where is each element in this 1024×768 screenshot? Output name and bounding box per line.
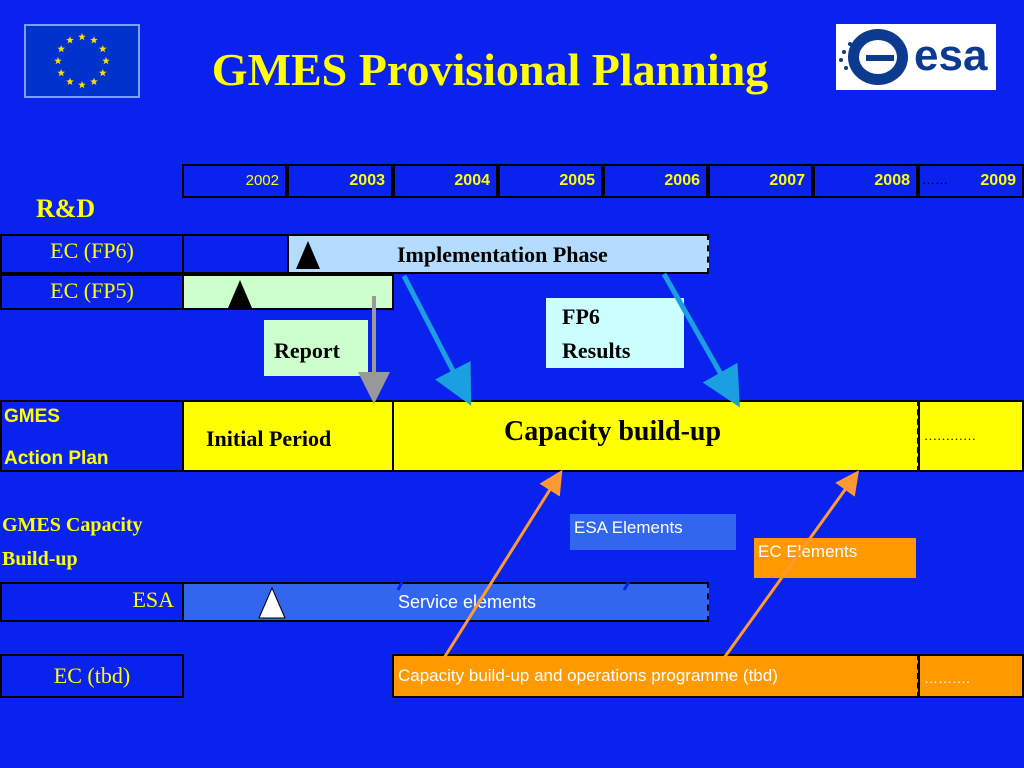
year-2009: 2009 [918,164,1024,198]
fp6-milestone-icon [296,241,320,269]
gmes-label-line1: GMES [4,406,60,427]
ec-fp6-label: EC (FP6) [0,234,184,274]
eu-stars-icon [54,33,110,89]
gmes-label-line2: Action Plan [4,448,109,469]
capacity-buildup-bar: Capacity build-up [392,400,920,472]
ec-fp5-label: EC (FP5) [0,274,184,310]
implementation-phase-bar: Implementation Phase [287,234,709,274]
initial-period-bar: Initial Period [182,400,394,472]
eu-star-icon [98,45,107,53]
eu-star-icon [57,69,66,77]
esa-elements-box: ESA Elements [570,514,736,550]
capacity-buildup-label: Capacity build-up [504,416,722,447]
esa-logo-text: esa [914,31,988,80]
capacity-heading-line1: GMES Capacity [2,514,143,536]
page-title: GMES Provisional Planning [211,44,769,95]
esa-emblem-icon [839,29,908,85]
year-2005: 2005 [498,164,603,198]
gmes-action-plan-label: GMES Action Plan [0,400,184,472]
year-2003: 2003 [287,164,393,198]
year-2008: 2008 [813,164,918,198]
eu-star-icon [90,36,98,44]
esa-logo: esa [836,24,996,90]
eu-flag-logo [24,24,140,98]
eu-star-icon [90,77,98,86]
implementation-arrow [401,274,472,406]
esa-milestone-icon [258,586,286,619]
ec-programme-label: Capacity build-up and operations program… [398,666,778,685]
esa-row-label: ESA [0,582,184,622]
eu-star-icon [98,69,107,77]
eu-star-icon [78,81,86,89]
eu-star-icon [102,57,110,65]
service-elements-label: Service elements [398,592,537,612]
ec-future-bar: ………. [918,654,1024,698]
year-2002: 2002 [182,164,287,198]
report-label: Report [274,338,340,363]
report-box: Report [264,320,368,376]
ec-elements-label: EC Elements [758,542,858,561]
eu-star-icon [54,57,62,65]
year-2007: 2007 [708,164,813,198]
fp6-results-line1: FP6 [562,304,600,329]
eu-star-icon [57,45,66,53]
gmes-future-bar: ………… [918,400,1024,472]
year-2004: 2004 [393,164,498,198]
ec-future-dots: ………. [924,670,970,686]
esa-elements-arrow [442,469,563,659]
eu-star-icon [78,33,86,41]
year-dots: …… [922,172,948,187]
eu-star-icon [66,36,74,44]
ec-programme-bar: Capacity build-up and operations program… [392,654,920,698]
fp5-milestone-icon [228,280,252,308]
fp6-results-box: FP6 Results [546,298,684,368]
fp5-bar [182,274,394,310]
fp6-empty-cell [182,234,289,274]
rd-heading: R&D [36,194,96,223]
esa-elements-label: ESA Elements [574,518,683,537]
ec-elements-box: EC Elements [754,538,916,578]
capacity-heading-line2: Build-up [2,548,78,570]
fp6-results-line2: Results [562,338,631,363]
ec-tbd-label: EC (tbd) [0,654,184,698]
gmes-future-dots: ………… [924,428,976,443]
initial-period-label: Initial Period [206,426,332,451]
implementation-phase-label: Implementation Phase [397,242,608,267]
eu-star-icon [66,77,74,86]
year-2006: 2006 [603,164,708,198]
